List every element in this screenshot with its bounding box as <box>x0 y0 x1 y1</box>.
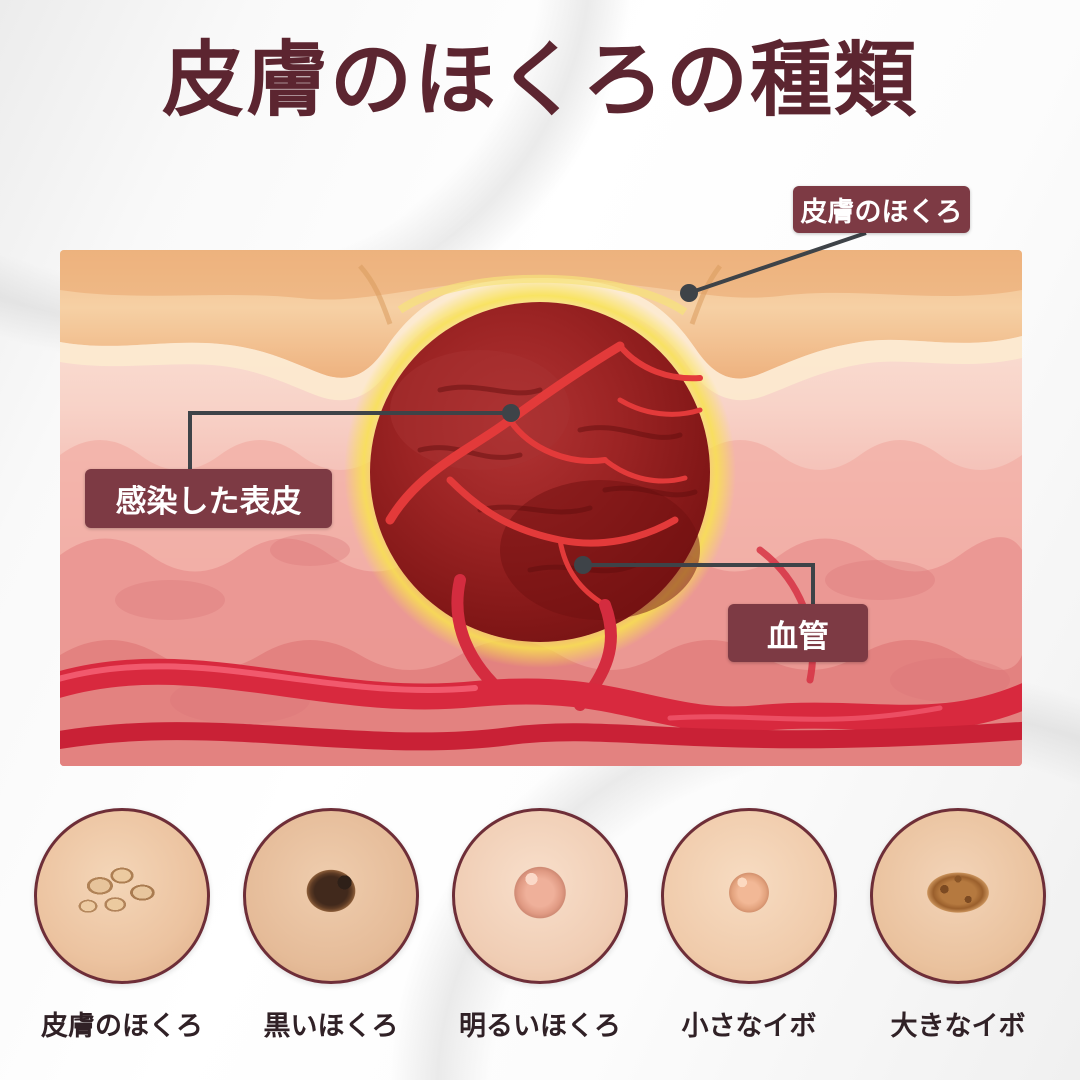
gallery-item-skin-mole: 皮膚のほくろ <box>34 808 210 1043</box>
callout-skin-mole-label: 皮膚のほくろ <box>800 197 963 227</box>
callout-blood-vessel-label: 血管 <box>767 618 829 654</box>
photo-bright-mole <box>452 808 628 984</box>
photo-black-mole <box>243 808 419 984</box>
gallery-item-large-wart: 大きなイボ <box>870 808 1046 1043</box>
photo-skin-mole <box>34 808 210 984</box>
photo-large-wart <box>870 808 1046 984</box>
callout-blood-vessel: 血管 <box>728 604 868 662</box>
gallery-label: 明るいほくろ <box>459 1011 621 1041</box>
gallery-label: 黒いほくろ <box>263 1011 399 1041</box>
gallery-item-small-wart: 小さなイボ <box>661 808 837 1043</box>
gallery-item-bright-mole: 明るいほくろ <box>452 808 628 1043</box>
gallery-label: 皮膚のほくろ <box>41 1011 203 1041</box>
callout-infected-epidermis: 感染した表皮 <box>85 469 332 528</box>
gallery-item-black-mole: 黒いほくろ <box>243 808 419 1043</box>
page-title: 皮膚のほくろの種類 <box>161 35 918 126</box>
callout-skin-mole: 皮膚のほくろ <box>793 186 970 233</box>
callout-infected-epidermis-label: 感染した表皮 <box>115 484 302 519</box>
gallery-label: 小さなイボ <box>681 1011 817 1041</box>
photo-small-wart <box>661 808 837 984</box>
gallery-label: 大きなイボ <box>890 1011 1026 1041</box>
mole-type-gallery: 皮膚のほくろ 黒いほくろ 明るいほくろ 小さなイボ 大きなイボ <box>0 808 1080 1043</box>
